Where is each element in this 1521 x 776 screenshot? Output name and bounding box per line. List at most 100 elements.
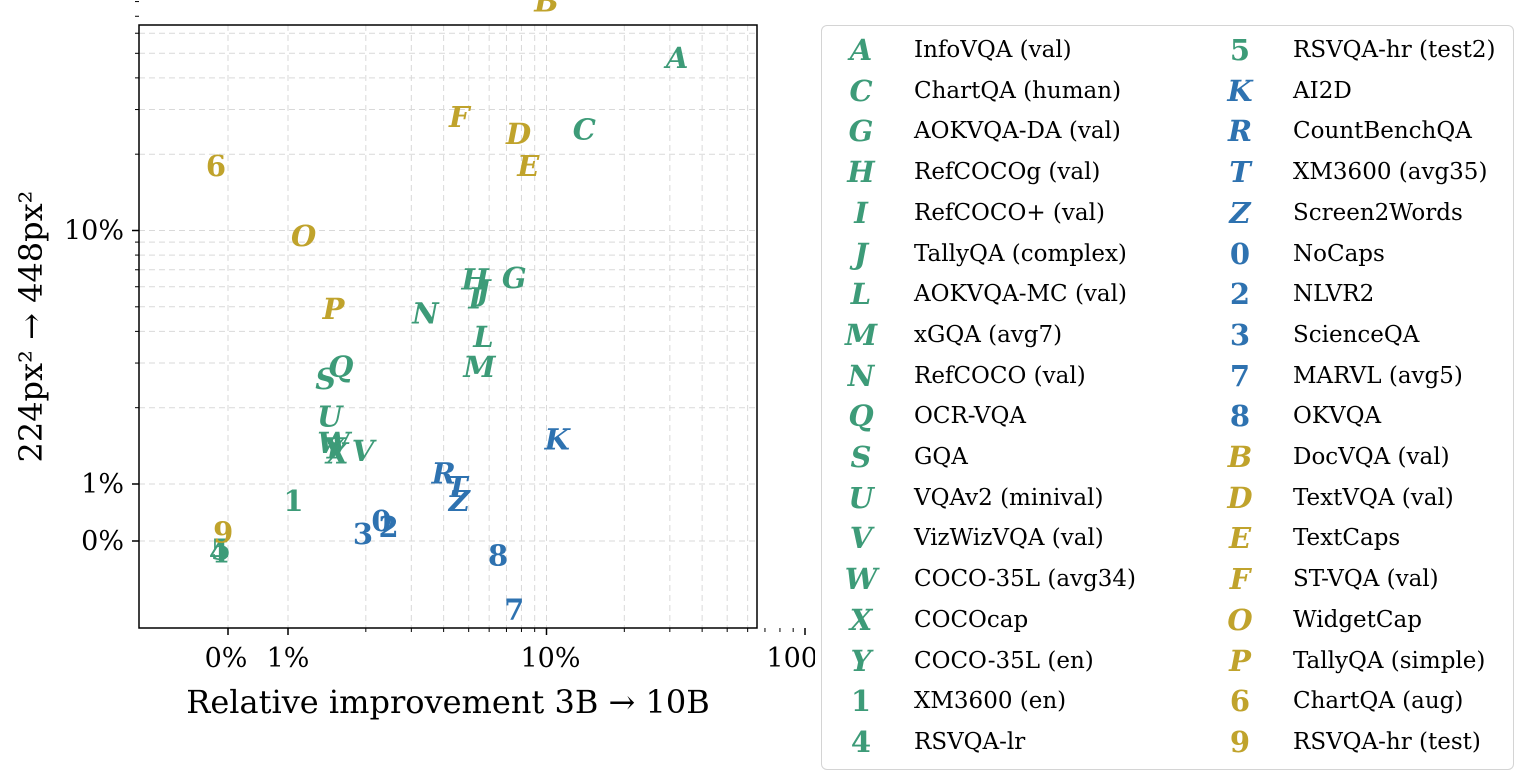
- point-i: I: [467, 281, 483, 315]
- point-b: B: [533, 0, 559, 19]
- legend-label: OKVQA: [1293, 403, 1382, 430]
- point-8: 8: [488, 538, 508, 572]
- legend-item: I RefCOCO+ (val): [822, 193, 1105, 233]
- y-tick-label: 0%: [81, 526, 124, 557]
- legend-marker: Z: [1229, 195, 1251, 230]
- x-tick-label: 10%: [520, 643, 580, 674]
- point-5: 5: [211, 533, 231, 567]
- legend-marker: Q: [848, 399, 874, 434]
- point-y: Y: [323, 432, 347, 466]
- legend-marker: A: [849, 33, 873, 67]
- legend-label: AI2D: [1293, 77, 1352, 104]
- point-j: J: [472, 273, 493, 307]
- legend-label: GQA: [914, 444, 968, 470]
- legend-marker: Y: [850, 643, 872, 678]
- point-p: P: [322, 292, 346, 326]
- point-z: Z: [448, 484, 472, 518]
- scatter-chart: 0%1%10%100%0%1%10%100% ACGHIJLMNQSUVWXY1…: [12, 0, 815, 721]
- legend-marker: K: [1227, 73, 1253, 108]
- legend-item: 9 RSVQA-hr (test): [1201, 722, 1481, 762]
- point-w: W: [317, 426, 352, 460]
- legend-marker: H: [847, 155, 875, 190]
- point-9: 9: [213, 515, 233, 549]
- point-k: K: [544, 422, 572, 456]
- legend-marker: B: [1227, 440, 1253, 474]
- legend-item: 8 OKVQA: [1201, 396, 1381, 436]
- legend-marker: 3: [1229, 317, 1251, 352]
- point-m: M: [462, 350, 496, 384]
- legend-marker: 9: [1229, 724, 1251, 759]
- legend-label: COCO-35L (avg34): [914, 566, 1137, 593]
- point-6: 6: [206, 149, 226, 183]
- legend-marker: M: [844, 317, 878, 352]
- legend-label: TextCaps: [1293, 525, 1401, 552]
- x-tick-label: 0%: [205, 643, 248, 674]
- point-r: R: [431, 457, 456, 491]
- x-tick-label: 100%: [766, 643, 815, 674]
- legend-label: VizWizVQA (val): [914, 525, 1104, 552]
- legend-label: RefCOCO+ (val): [914, 199, 1105, 226]
- point-h: H: [461, 263, 491, 297]
- point-g: G: [502, 261, 527, 295]
- legend-marker: I: [854, 195, 868, 230]
- legend-label: NLVR2: [1293, 281, 1375, 308]
- legend-marker: E: [1228, 521, 1252, 556]
- legend-item: K AI2D: [1201, 71, 1352, 111]
- legend-label: XM3600 (avg35): [1293, 159, 1488, 186]
- point-7: 7: [504, 592, 524, 626]
- legend-label: COCO-35L (en): [914, 647, 1094, 674]
- point-c: C: [573, 113, 596, 147]
- legend-item: 4 RSVQA-lr: [822, 722, 1025, 762]
- legend-marker: 4: [850, 724, 872, 759]
- legend-marker: P: [1229, 643, 1251, 678]
- legend-item: 6 ChartQA (aug): [1201, 681, 1463, 721]
- legend-marker: W: [844, 562, 878, 597]
- point-e: E: [516, 149, 540, 183]
- legend-marker: U: [848, 480, 874, 515]
- legend-label: RSVQA-lr: [914, 728, 1026, 755]
- legend-label: MARVL (avg5): [1293, 362, 1463, 389]
- legend-marker: R: [1227, 114, 1253, 149]
- point-l: L: [472, 320, 493, 354]
- point-x: X: [324, 436, 350, 470]
- legend-label: RSVQA-hr (test2): [1293, 37, 1496, 63]
- legend-label: RSVQA-hr (test): [1293, 728, 1481, 755]
- legend-marker: O: [1227, 602, 1253, 637]
- legend-label: ChartQA (human): [914, 77, 1122, 104]
- legend-label: AOKVQA-MC (val): [914, 281, 1127, 308]
- legend-label: XM3600 (en): [914, 688, 1067, 715]
- point-v: V: [352, 434, 377, 468]
- legend-marker: 8: [1229, 399, 1251, 434]
- y-tick-label: 10%: [64, 216, 124, 247]
- y-axis-title: 224px² → 448px²: [12, 190, 50, 462]
- legend-item: P TallyQA (simple): [1201, 641, 1485, 681]
- legend-label: xGQA (avg7): [914, 321, 1063, 348]
- legend-marker: 6: [1229, 684, 1251, 719]
- legend-label: TallyQA (simple): [1293, 647, 1486, 674]
- legend-label: TallyQA (complex): [914, 240, 1127, 267]
- point-1: 1: [283, 484, 303, 518]
- legend-label: TextVQA (val): [1293, 484, 1454, 511]
- point-s: S: [315, 362, 336, 396]
- point-2: 2: [379, 510, 399, 544]
- legend-item: Y COCO-35L (en): [822, 641, 1094, 681]
- legend-label: ChartQA (aug): [1293, 688, 1464, 715]
